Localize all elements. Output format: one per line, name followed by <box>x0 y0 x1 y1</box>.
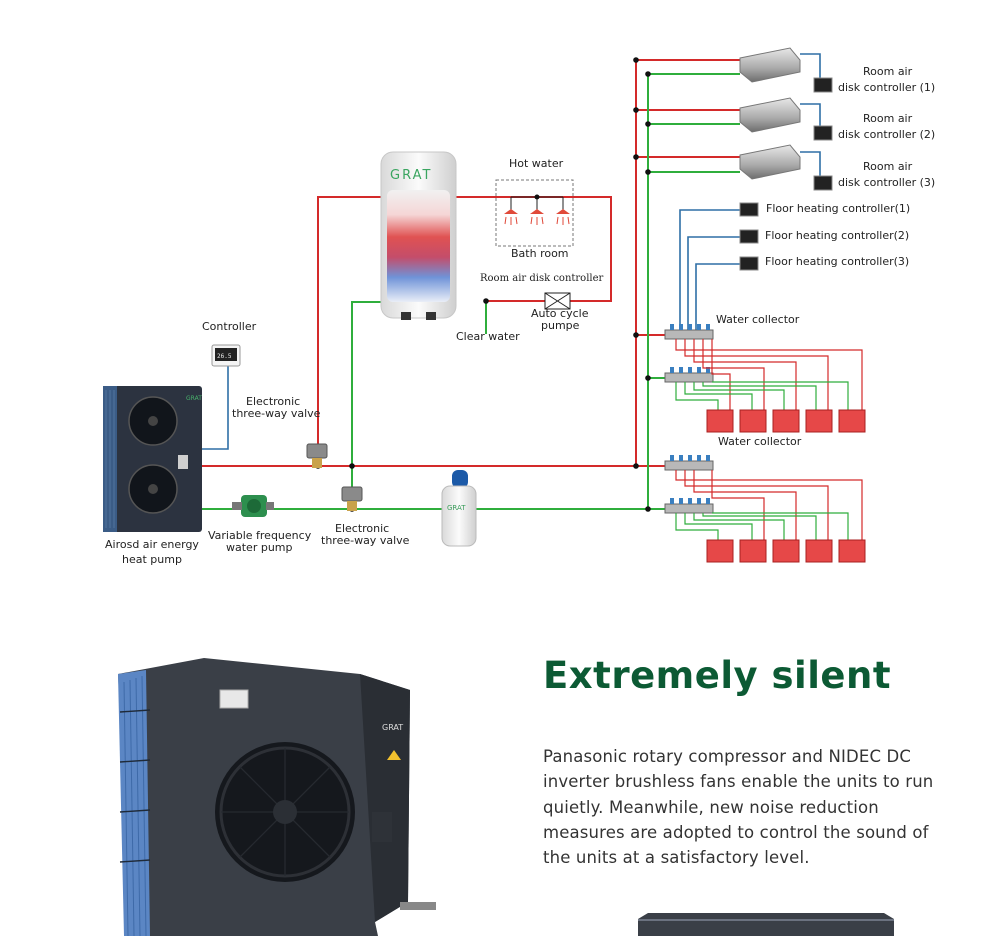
feature-title: Extremely silent <box>543 654 892 697</box>
label-auto-cycle-2: pumpe <box>541 319 580 332</box>
label-controller: Controller <box>202 320 257 333</box>
label-valve-top-2: three-way valve <box>232 407 321 420</box>
svg-text:GRAT: GRAT <box>186 395 202 402</box>
label-room-ctrl-2a: Room air <box>863 112 913 125</box>
svg-text:GRAT: GRAT <box>447 504 466 512</box>
tank-return-loop <box>351 301 384 509</box>
three-way-valve-top <box>306 443 328 468</box>
hot-water-tank: GRAT <box>380 151 457 320</box>
label-heat-pump-2: heat pump <box>122 553 182 566</box>
pipe-junctions <box>315 57 651 512</box>
thermostat-icons <box>739 77 833 271</box>
heating-system-diagram: GRAT 26.5 GRAT GRAT <box>103 47 866 563</box>
label-water-pump-1: Variable frequency <box>208 529 312 542</box>
label-clear-water: Clear water <box>456 330 520 343</box>
hot-tank-loop <box>317 196 384 466</box>
label-floor-ctrl-3: Floor heating controller(3) <box>765 255 910 268</box>
label-auto-cycle-1: Auto cycle <box>531 307 589 320</box>
label-water-collector-top: Water collector <box>716 313 800 326</box>
fan-coil-3 <box>739 144 801 180</box>
label-room-ctrl-1a: Room air <box>863 65 913 78</box>
fan-coil-1 <box>739 47 801 83</box>
label-floor-ctrl-2: Floor heating controller(2) <box>765 229 910 242</box>
controller-device: 26.5 <box>211 344 241 367</box>
label-room-ctrl-3a: Room air <box>863 160 913 173</box>
water-collector-2-supply <box>664 455 714 471</box>
label-room-ctrl-3b: disk controller (3) <box>838 176 936 189</box>
heat-pump-product-image: GRAT <box>118 658 436 936</box>
expansion-tank: GRAT <box>441 470 477 547</box>
floor-loops-group-2 <box>675 470 866 563</box>
svg-text:GRAT: GRAT <box>382 723 403 732</box>
label-heat-pump-1: Airosd air energy <box>105 538 199 551</box>
tank-brand-logo: GRAT <box>390 168 432 183</box>
feature-description: Panasonic rotary compressor and NIDEC DC… <box>543 747 934 868</box>
auto-cycle-pump-symbol <box>544 292 571 310</box>
label-water-pump-2: water pump <box>226 541 293 554</box>
bath-room-box <box>495 179 574 247</box>
water-collector-1-return <box>664 367 714 383</box>
water-collector-1-supply <box>664 324 714 340</box>
variable-frequency-water-pump <box>232 495 274 517</box>
label-valve-bottom-2: three-way valve <box>321 534 410 547</box>
label-bath-room: Bath room <box>511 247 569 260</box>
label-room-air-disk-controller: Room air disk controller <box>480 273 604 284</box>
cold-pipes <box>200 73 740 510</box>
controller-display-value: 26.5 <box>217 353 232 360</box>
label-water-collector-bottom: Water collector <box>718 435 802 448</box>
water-collector-2-return <box>664 498 714 514</box>
fan-coil-units <box>739 47 801 180</box>
label-hot-water: Hot water <box>509 157 564 170</box>
label-valve-bottom-1: Electronic <box>335 522 390 535</box>
label-floor-ctrl-1: Floor heating controller(1) <box>766 202 911 215</box>
water-collectors <box>664 324 714 514</box>
label-valve-top-1: Electronic <box>246 395 301 408</box>
signal-wires <box>202 53 821 450</box>
three-way-valve-bottom <box>341 486 363 511</box>
label-room-ctrl-1b: disk controller (1) <box>838 81 936 94</box>
second-product-image-top <box>638 913 894 936</box>
floor-loops-group-1 <box>675 339 866 433</box>
label-room-ctrl-2b: disk controller (2) <box>838 128 936 141</box>
fan-coil-2 <box>739 97 801 133</box>
heat-pump-unit: GRAT <box>103 386 202 532</box>
